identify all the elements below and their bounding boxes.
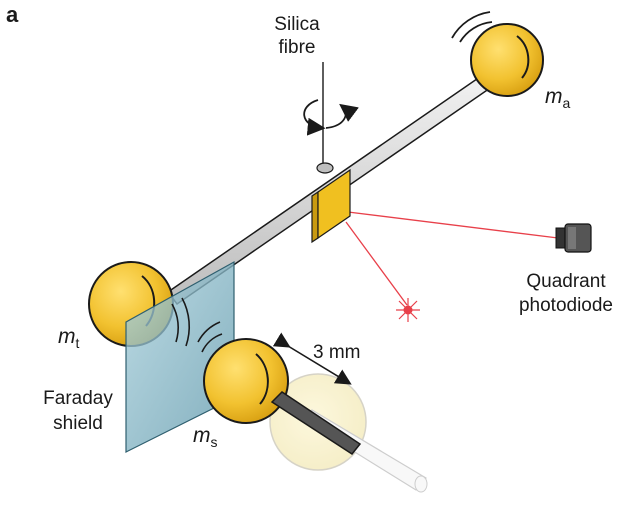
laser-source-icon <box>396 298 420 322</box>
mass-a-label: ma <box>545 85 571 111</box>
mirror <box>311 168 351 244</box>
laser-incident-beam <box>345 221 408 306</box>
mass-t-label: mt <box>58 325 80 351</box>
displacement-arrow <box>272 332 352 385</box>
fibre-clamp <box>316 162 334 174</box>
shield-label: Faraday shield <box>43 388 113 434</box>
source-mass-ghost <box>269 373 428 493</box>
mass-a <box>470 23 544 97</box>
rotation-arrow-right <box>325 103 359 129</box>
shield-field-marks <box>171 297 223 353</box>
svg-text:fibre: fibre <box>279 37 316 58</box>
svg-text:Silica: Silica <box>274 14 320 35</box>
fibre-label: Silica fibre <box>274 14 320 58</box>
svg-text:Quadrant: Quadrant <box>526 271 606 292</box>
svg-text:shield: shield <box>53 413 103 434</box>
mass-s-label: ms <box>193 424 218 450</box>
svg-text:Faraday: Faraday <box>43 388 113 409</box>
mass-s <box>203 338 289 424</box>
mass-a-vibration-marks <box>451 11 493 43</box>
panel-label: a <box>6 2 19 27</box>
source-mass-rod <box>270 391 362 455</box>
laser-reflected-beam <box>347 211 559 239</box>
photodiode-icon <box>555 223 592 253</box>
photodiode-label: Quadrant photodiode <box>519 271 613 316</box>
rotation-arrow-left <box>303 99 326 136</box>
distance-label: 3 mm <box>313 342 361 363</box>
svg-text:photodiode: photodiode <box>519 295 613 316</box>
